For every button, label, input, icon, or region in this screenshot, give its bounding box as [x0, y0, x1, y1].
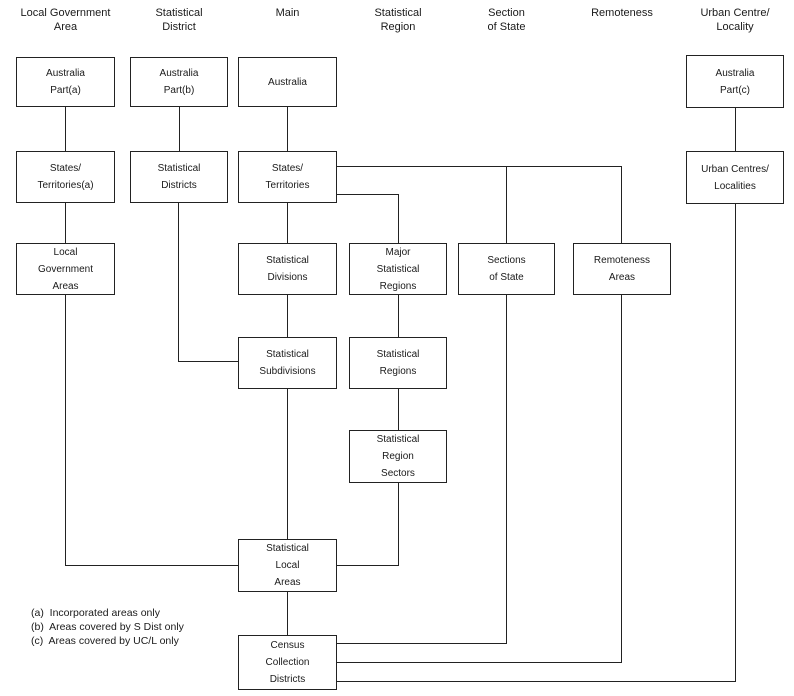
footnote-b: (b) Areas covered by S Dist only — [31, 621, 184, 633]
node-statistical-districts: Statistical Districts — [130, 151, 228, 203]
connector-states-territories-branch-lower — [337, 194, 399, 195]
connector-states-territories-to-divisions — [287, 203, 288, 243]
connector-branch-to-major-statistical-regions — [398, 194, 399, 243]
node-australia: Australia — [238, 57, 337, 107]
connector-lga-to-statistical-local-areas — [65, 565, 238, 566]
connector-local-areas-to-census-districts — [287, 592, 288, 635]
column-header-urban-centre-locality: Urban Centre/ Locality — [700, 7, 770, 33]
connector-lga-down — [65, 295, 66, 566]
connector-divisions-to-subdivisions — [287, 295, 288, 337]
node-remoteness-areas: Remoteness Areas — [573, 243, 671, 295]
connector-australia-c-to-urban-centres — [735, 108, 736, 151]
node-census-collection-districts: Census Collection Districts — [238, 635, 337, 690]
node-statistical-local-areas: Statistical Local Areas — [238, 539, 337, 592]
connector-states-territories-branch-upper — [337, 166, 622, 167]
connector-census-districts-to-urban-centres — [337, 681, 736, 682]
connector-major-regions-to-regions — [398, 295, 399, 337]
footnotes: (a) Incorporated areas only (b) Areas co… — [31, 606, 184, 648]
node-states-territories-a: States/ Territories(a) — [16, 151, 115, 203]
column-header-local-government-area: Local Government Area — [20, 7, 111, 33]
connector-census-districts-to-remoteness-areas — [337, 662, 622, 663]
node-local-government-areas: Local Government Areas — [16, 243, 115, 295]
connector-region-sectors-to-local-areas — [337, 565, 399, 566]
column-header-remoteness: Remoteness — [591, 7, 653, 19]
connector-census-districts-to-sections-of-state — [337, 643, 507, 644]
node-major-statistical-regions: Major Statistical Regions — [349, 243, 447, 295]
node-urban-centres-localities: Urban Centres/ Localities — [686, 151, 784, 204]
connector-australia-a-to-states-territories-a — [65, 107, 66, 151]
connector-subdivisions-to-local-areas — [287, 389, 288, 539]
connector-region-sectors-down — [398, 483, 399, 566]
node-statistical-subdivisions: Statistical Subdivisions — [238, 337, 337, 389]
node-statistical-region-sectors: Statistical Region Sectors — [349, 430, 447, 483]
connector-branch-to-remoteness-areas — [621, 166, 622, 243]
connector-australia-b-to-statistical-districts — [179, 107, 180, 151]
node-sections-of-state: Sections of State — [458, 243, 555, 295]
connector-australia-to-states-territories — [287, 107, 288, 151]
column-header-section-of-state: Section of State — [487, 7, 526, 33]
connector-states-territories-a-to-lga — [65, 203, 66, 243]
connector-sections-of-state-down — [506, 295, 507, 644]
footnote-c: (c) Areas covered by UC/L only — [31, 635, 179, 647]
connector-regions-to-region-sectors — [398, 389, 399, 430]
node-australia-part-c: Australia Part(c) — [686, 55, 784, 108]
connector-statistical-districts-to-subdivisions — [178, 361, 238, 362]
node-statistical-divisions: Statistical Divisions — [238, 243, 337, 295]
column-header-statistical-region: Statistical Region — [374, 7, 422, 33]
column-header-statistical-district: Statistical District — [155, 7, 203, 33]
node-states-territories: States/ Territories — [238, 151, 337, 203]
node-australia-part-a: Australia Part(a) — [16, 57, 115, 107]
footnote-a: (a) Incorporated areas only — [31, 607, 160, 619]
connector-branch-to-sections-of-state — [506, 166, 507, 243]
connector-remoteness-areas-down — [621, 295, 622, 663]
connector-statistical-districts-down — [178, 203, 179, 362]
node-australia-part-b: Australia Part(b) — [130, 57, 228, 107]
connector-urban-centres-down — [735, 204, 736, 682]
column-header-main: Main — [275, 7, 300, 19]
node-statistical-regions: Statistical Regions — [349, 337, 447, 389]
